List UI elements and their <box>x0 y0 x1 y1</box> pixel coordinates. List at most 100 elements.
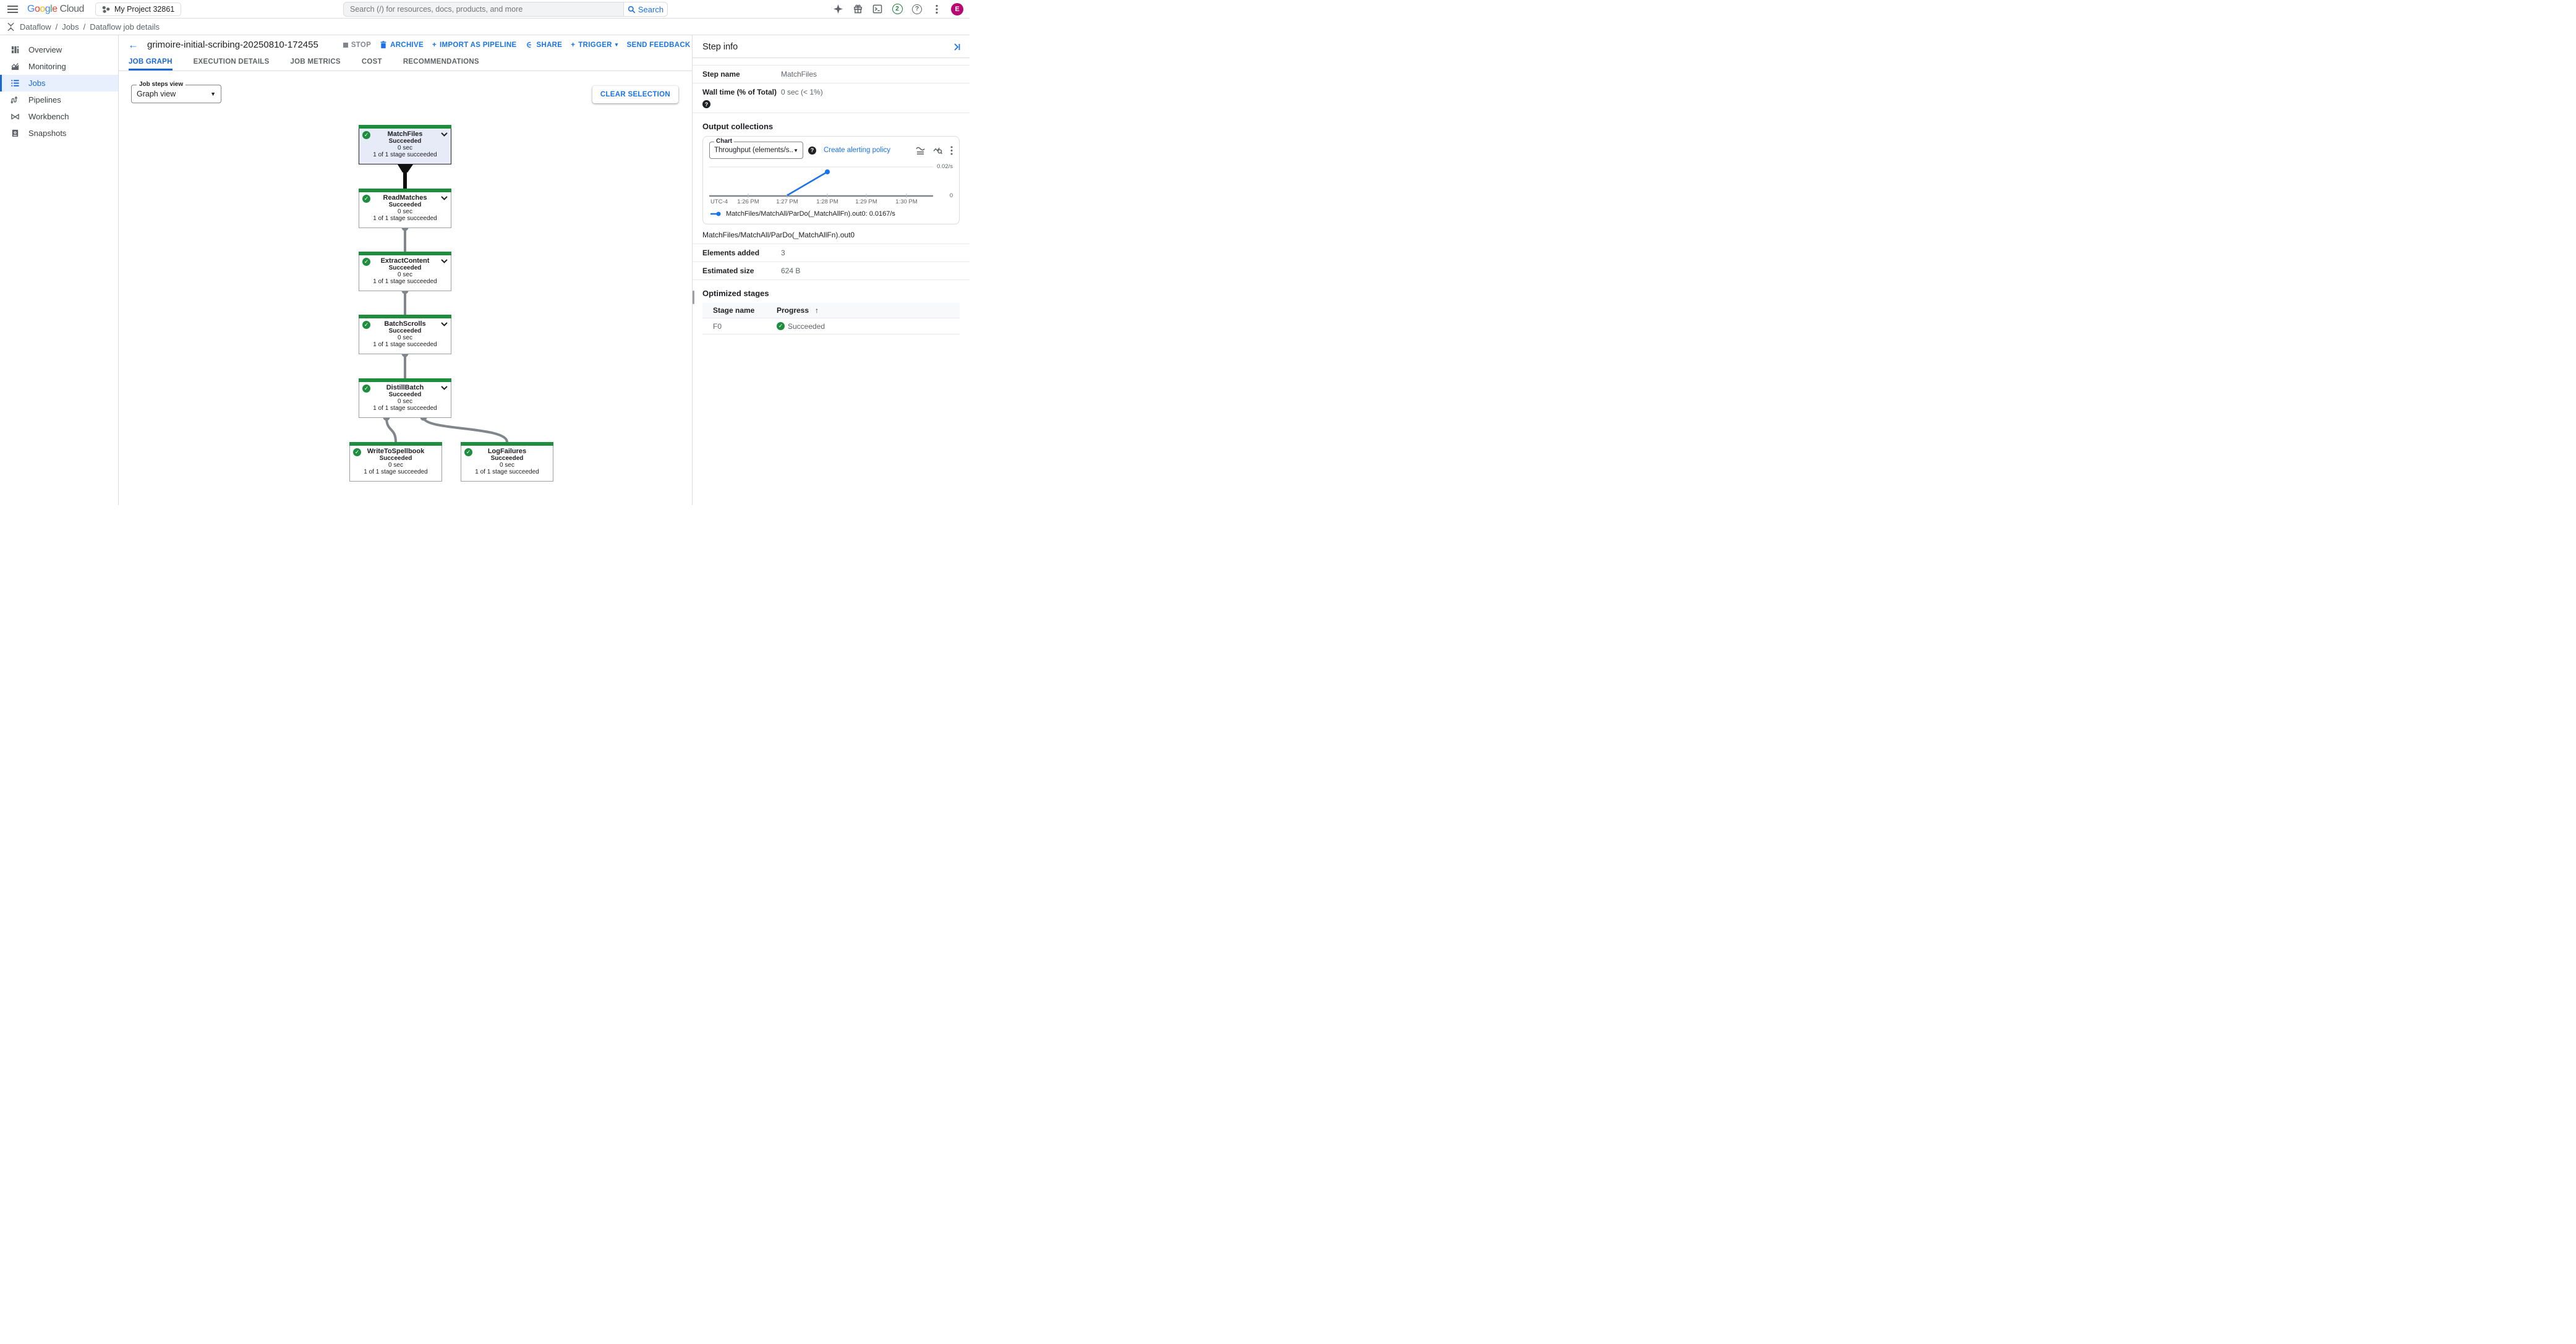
wall-time-row: Wall time (% of Total) ? 0 sec (< 1%) <box>693 83 970 113</box>
notifications-badge[interactable]: 2 <box>892 4 903 15</box>
success-check-icon: ✓ <box>362 258 370 266</box>
google-logo-text: Google <box>27 3 58 14</box>
top-app-bar: Google Cloud My Project 32861 Search <box>0 0 970 19</box>
import-as-pipeline-button[interactable]: + IMPORT AS PIPELINE <box>432 41 517 49</box>
search-button[interactable]: Search <box>623 2 668 17</box>
breadcrumb-jobs[interactable]: Jobs <box>62 22 79 32</box>
throughput-chart-card: Chart Throughput (elements/s... ▼ ? Crea… <box>702 136 960 224</box>
gemini-icon[interactable] <box>832 4 843 15</box>
archive-button[interactable]: ARCHIVE <box>380 41 424 49</box>
success-check-icon: ✓ <box>464 448 472 456</box>
col-progress[interactable]: Progress ↑ <box>777 306 819 315</box>
more-vertical-icon[interactable] <box>931 4 942 15</box>
node-status-bar <box>349 442 442 446</box>
chart-help-icon[interactable]: ? <box>808 146 816 155</box>
create-alerting-policy-link[interactable]: Create alerting policy <box>824 147 891 154</box>
node-status-bar <box>359 252 451 255</box>
output-collections-title: Output collections <box>702 122 774 131</box>
job-header: ← grimoire-initial-scribing-20250810-172… <box>119 35 692 54</box>
node-expand-chevron-icon[interactable] <box>441 386 448 390</box>
timezone-label: UTC-4 <box>710 198 728 205</box>
success-check-icon: ✓ <box>353 448 361 456</box>
sidebar-item-pipelines[interactable]: Pipelines <box>0 91 118 108</box>
success-check-icon: ✓ <box>362 385 370 393</box>
breadcrumb-product[interactable]: Dataflow <box>20 22 51 32</box>
output-collection-name: MatchFiles/MatchAll/ParDo(_MatchAllFn).o… <box>693 224 970 244</box>
node-expand-chevron-icon[interactable] <box>441 259 448 263</box>
dropdown-arrow-icon: ▼ <box>793 147 798 153</box>
sidebar-item-monitoring[interactable]: Monitoring <box>0 58 118 75</box>
job-graph-main: ← grimoire-initial-scribing-20250810-172… <box>119 35 693 505</box>
menu-icon[interactable] <box>6 3 22 15</box>
view-in-metrics-explorer-icon[interactable] <box>916 147 925 155</box>
sidebar-item-workbench[interactable]: Workbench <box>0 108 118 125</box>
search-icon <box>628 6 636 13</box>
graph-node-distillbatch[interactable]: ✓ DistillBatch Succeeded 0 sec 1 of 1 st… <box>359 378 451 418</box>
tab-job-graph[interactable]: JOB GRAPH <box>129 54 173 70</box>
chart-legend[interactable]: MatchFiles/MatchAll/ParDo(_MatchAllFn).o… <box>709 206 953 220</box>
estimated-size-row: Estimated size 624 B <box>693 262 970 280</box>
optimized-stages-table: Stage name Progress ↑ F0 ✓ Succeeded <box>702 303 960 334</box>
help-icon[interactable]: ? <box>911 4 923 15</box>
stage-row-f0[interactable]: F0 ✓ Succeeded <box>702 318 960 334</box>
collapse-panel-icon[interactable] <box>952 43 961 51</box>
account-avatar[interactable]: E <box>951 2 963 15</box>
node-status-bar <box>461 442 553 446</box>
project-hexagons-icon <box>102 6 110 13</box>
share-link-icon <box>526 41 531 48</box>
tab-recommendations[interactable]: RECOMMENDATIONS <box>403 57 479 66</box>
graph-node-extractcontent[interactable]: ✓ ExtractContent Succeeded 0 sec 1 of 1 … <box>359 252 451 291</box>
cloud-shell-icon[interactable] <box>872 4 883 15</box>
graph-node-readmatches[interactable]: ✓ ReadMatches Succeeded 0 sec 1 of 1 sta… <box>359 189 451 228</box>
back-arrow-button[interactable]: ← <box>128 39 139 51</box>
sort-ascending-icon: ↑ <box>815 306 819 315</box>
chevron-down-icon: ▾ <box>615 41 618 48</box>
search-field[interactable] <box>343 2 623 17</box>
tab-cost[interactable]: COST <box>361 57 382 66</box>
clear-selection-button[interactable]: CLEAR SELECTION <box>592 86 678 103</box>
wall-time-value: 0 sec (< 1%) <box>781 88 823 96</box>
archive-icon <box>380 41 386 49</box>
tab-execution-details[interactable]: EXECUTION DETAILS <box>193 57 270 66</box>
free-trial-gift-icon[interactable] <box>852 4 863 15</box>
notifications-count: 2 <box>892 4 903 14</box>
job-title: grimoire-initial-scribing-20250810-17245… <box>147 40 318 50</box>
node-status-bar <box>359 378 451 382</box>
dataflow-icon <box>7 22 14 31</box>
throughput-chart-plot: 0.02/s 0 <box>709 163 953 199</box>
send-feedback-button[interactable]: SEND FEEDBACK <box>626 41 691 49</box>
job-steps-view-select[interactable]: Job steps view Graph view ▼ <box>131 81 221 103</box>
chart-more-options-icon[interactable] <box>950 146 953 155</box>
node-expand-chevron-icon[interactable] <box>441 196 448 200</box>
global-search: Search <box>343 2 668 17</box>
search-input[interactable] <box>350 5 617 14</box>
optimized-stages-title: Optimized stages <box>702 289 769 298</box>
stop-button[interactable]: STOP <box>343 41 371 49</box>
sidebar-item-snapshots[interactable]: Snapshots <box>0 125 118 142</box>
panel-title: Step info <box>702 42 738 52</box>
success-check-icon: ✓ <box>777 322 785 330</box>
trigger-button[interactable]: + TRIGGER ▾ <box>571 41 618 49</box>
overview-icon <box>11 46 19 54</box>
breadcrumb-page: Dataflow job details <box>90 22 160 32</box>
node-expand-chevron-icon[interactable] <box>441 132 448 137</box>
graph-node-logfailures[interactable]: ✓ LogFailures Succeeded 0 sec 1 of 1 sta… <box>461 442 553 482</box>
explore-data-icon[interactable] <box>933 146 942 155</box>
tab-job-metrics[interactable]: JOB METRICS <box>290 57 341 66</box>
panel-scrollbar[interactable] <box>693 291 694 304</box>
node-expand-chevron-icon[interactable] <box>441 322 448 326</box>
share-button[interactable]: SHARE <box>526 41 563 49</box>
wall-time-help-icon[interactable]: ? <box>702 100 710 108</box>
graph-node-batchscrolls[interactable]: ✓ BatchScrolls Succeeded 0 sec 1 of 1 st… <box>359 315 451 354</box>
snapshots-icon <box>12 129 19 137</box>
graph-node-matchfiles[interactable]: ✓ MatchFiles Succeeded 0 sec 1 of 1 stag… <box>359 125 451 164</box>
workbench-icon <box>11 113 19 120</box>
sidebar-item-overview[interactable]: Overview <box>0 41 118 58</box>
sidebar-item-jobs[interactable]: Jobs <box>0 75 118 91</box>
job-tabs: JOB GRAPH EXECUTION DETAILS JOB METRICS … <box>119 54 692 71</box>
chart-metric-select[interactable]: Chart Throughput (elements/s... ▼ <box>709 138 803 159</box>
stop-icon <box>343 42 348 48</box>
project-picker[interactable]: My Project 32861 <box>95 2 182 16</box>
graph-node-writetospellbook[interactable]: ✓ WriteToSpellbook Succeeded 0 sec 1 of … <box>349 442 442 482</box>
legend-series-label: MatchFiles/MatchAll/ParDo(_MatchAllFn).o… <box>726 210 895 218</box>
